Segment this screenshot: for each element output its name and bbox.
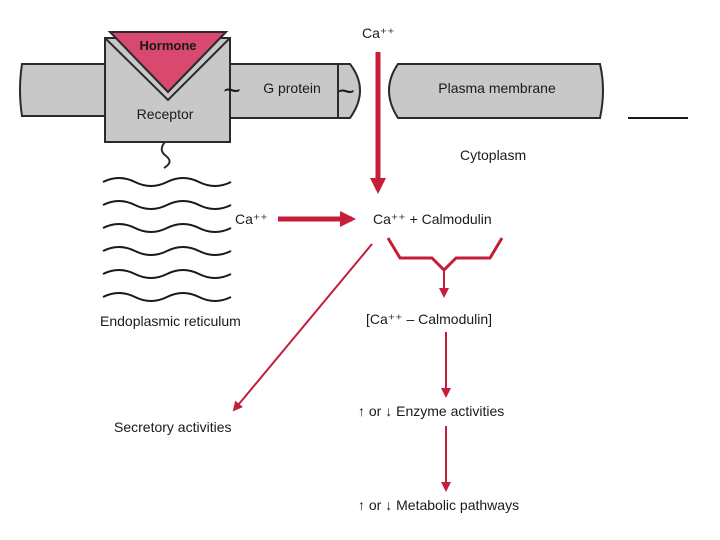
membrane-left-segment (19, 63, 106, 117)
g-protein-label: G protein (263, 80, 321, 96)
membrane-right-segment (388, 63, 604, 119)
endoplasmic-reticulum-label: Endoplasmic reticulum (100, 313, 241, 329)
secretory-activities-label: Secretory activities (114, 419, 231, 435)
receptor-tail (160, 141, 171, 169)
hormone-label: Hormone (139, 38, 196, 53)
metabolic-pathways-label: ↑ or ↓ Metabolic pathways (358, 497, 519, 513)
hormone-triangle (107, 31, 229, 94)
receptor-notch (104, 37, 231, 102)
tilde-right-icon: ~ (337, 75, 355, 108)
endoplasmic-reticulum-membranes (102, 177, 232, 302)
receptor-label: Receptor (137, 106, 194, 122)
ca-top-label: Ca⁺⁺ (362, 25, 395, 41)
bracket-complex-formation (386, 237, 504, 273)
ca-calmodulin-complex-label: [Ca⁺⁺ – Calmodulin] (366, 311, 492, 327)
tilde-left-icon: ~ (223, 74, 241, 107)
arrow-secretory (232, 243, 373, 412)
plasma-membrane-label: Plasma membrane (438, 80, 556, 96)
cytoplasm-label: Cytoplasm (460, 147, 526, 163)
membrane-g-protein-segment (229, 63, 361, 119)
ca-calmodulin-label: Ca⁺⁺ + Calmodulin (373, 211, 492, 227)
enzyme-activities-label: ↑ or ↓ Enzyme activities (358, 403, 504, 419)
ca-er-label: Ca⁺⁺ (235, 211, 268, 227)
